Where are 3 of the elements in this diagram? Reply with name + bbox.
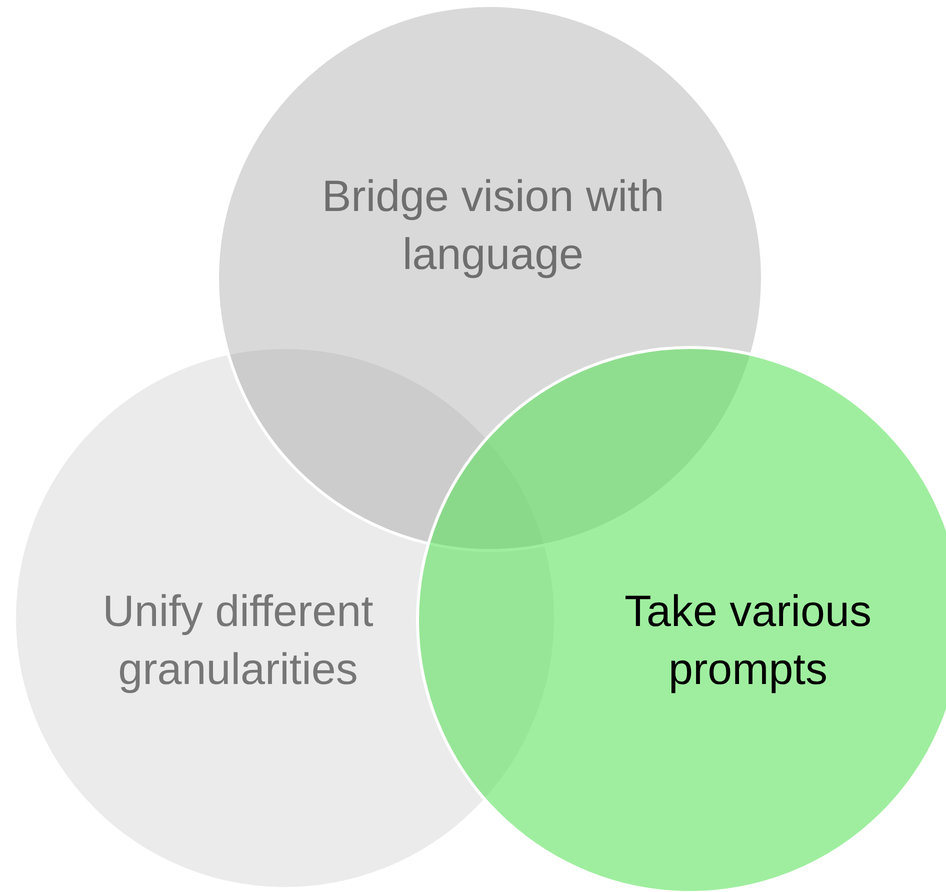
circle-label: Unify different granularities xyxy=(102,586,374,696)
circle-label: Take various prompts xyxy=(623,586,872,696)
circle-label: Bridge vision with language xyxy=(320,171,666,281)
